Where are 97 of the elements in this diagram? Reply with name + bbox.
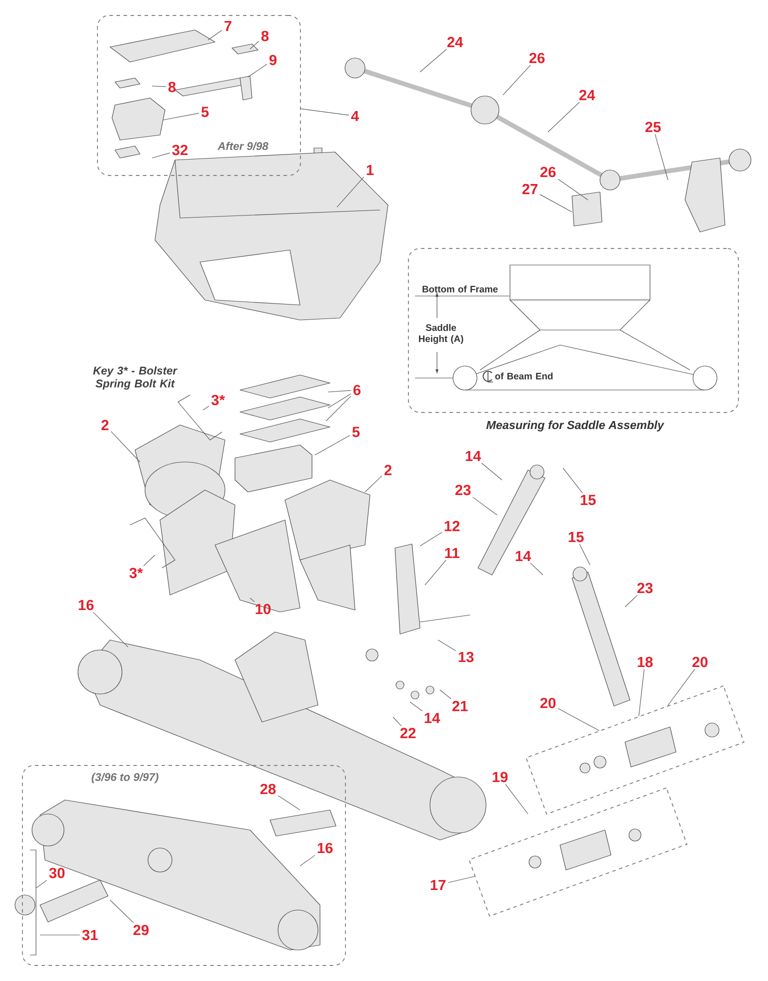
callout-number: 11 bbox=[445, 548, 460, 558]
callout-number: 8 bbox=[168, 82, 176, 92]
callout-number: 25 bbox=[645, 122, 661, 132]
leader-line bbox=[505, 784, 528, 814]
callout-number: 18 bbox=[638, 656, 653, 668]
callout-number: 27 bbox=[522, 184, 538, 194]
leader-line bbox=[250, 598, 255, 602]
callout-number: 3* bbox=[211, 394, 225, 406]
callout-number: 31 bbox=[82, 930, 98, 940]
group-title: (3/96 to 9/97) bbox=[92, 772, 158, 784]
leader-line bbox=[336, 176, 364, 208]
leader-line bbox=[558, 178, 588, 200]
leader-line bbox=[481, 462, 502, 480]
leader-line bbox=[328, 393, 352, 408]
leader-line bbox=[250, 40, 260, 50]
callout-number: 19 bbox=[492, 772, 508, 782]
leader-line bbox=[540, 194, 572, 212]
callout-number: 23 bbox=[637, 582, 653, 594]
leader-line bbox=[278, 795, 300, 810]
group-title: After 9/98 bbox=[217, 142, 268, 150]
callout-number: 23 bbox=[455, 484, 471, 496]
callout-number: 10 bbox=[256, 604, 271, 614]
leader-line bbox=[502, 64, 531, 96]
callout-number: 14 bbox=[466, 450, 482, 462]
leader-line bbox=[438, 640, 456, 652]
leader-line bbox=[328, 390, 352, 392]
leader-line bbox=[579, 544, 590, 566]
leader-line bbox=[162, 112, 200, 120]
callout-number: 16 bbox=[318, 842, 333, 854]
callout-number: 26 bbox=[540, 166, 556, 178]
callout-number: 14 bbox=[516, 550, 532, 562]
callout-number: 16 bbox=[78, 600, 94, 610]
leader-line bbox=[143, 554, 156, 566]
leader-line bbox=[562, 468, 583, 494]
callout-number: 5 bbox=[201, 106, 209, 118]
callout-number: 26 bbox=[529, 52, 545, 64]
callout-number: 12 bbox=[444, 520, 460, 532]
dimension-text: Saddle Height (A) bbox=[418, 324, 464, 344]
leader-line bbox=[472, 496, 498, 516]
callout-number: 8 bbox=[261, 30, 269, 42]
callout-number: 30 bbox=[49, 868, 65, 878]
leader-line bbox=[624, 594, 638, 608]
leader-line bbox=[300, 854, 316, 866]
callout-number: 24 bbox=[447, 36, 464, 48]
leader-line bbox=[92, 612, 128, 648]
leader-line bbox=[208, 30, 222, 40]
callout-number: 2 bbox=[384, 464, 392, 476]
leader-line bbox=[110, 900, 134, 924]
leader-line bbox=[152, 86, 166, 87]
leader-line bbox=[326, 396, 352, 422]
callout-number: 29 bbox=[133, 924, 149, 936]
callout-number: 4 bbox=[351, 110, 359, 122]
callout-number: 14 bbox=[424, 712, 440, 724]
callout-number: 1 bbox=[366, 164, 374, 176]
callout-number: 21 bbox=[452, 700, 468, 712]
leader-line bbox=[410, 702, 423, 712]
leader-line bbox=[420, 48, 447, 72]
leader-line bbox=[314, 435, 350, 456]
leader-line bbox=[364, 476, 382, 492]
leader-line bbox=[152, 152, 170, 158]
callout-number: 5 bbox=[352, 426, 360, 438]
leader-line bbox=[638, 668, 644, 717]
leader-line bbox=[548, 102, 580, 132]
callout-number: 15 bbox=[568, 532, 584, 542]
leader-line bbox=[424, 560, 446, 586]
callout-number: 13 bbox=[458, 652, 474, 662]
callout-number: 2 bbox=[101, 420, 108, 430]
callout-number: 32 bbox=[172, 144, 188, 156]
callout-number: 3* bbox=[129, 568, 143, 578]
callout-number: 6 bbox=[353, 384, 361, 396]
dimension-text: Bottom of Frame bbox=[422, 286, 498, 292]
leader-line bbox=[300, 108, 350, 116]
leader-line bbox=[654, 134, 668, 180]
leader-line bbox=[448, 876, 475, 883]
callout-number: 15 bbox=[580, 494, 596, 506]
group-title: Measuring for Saddle Assembly bbox=[486, 420, 664, 432]
callout-number: 20 bbox=[540, 698, 556, 708]
leader-line bbox=[202, 406, 210, 410]
callout-number: 9 bbox=[269, 54, 277, 66]
leader-line bbox=[530, 562, 544, 576]
key-note: Key 3* - Bolster Spring Bolt Kit bbox=[93, 366, 178, 390]
callout-number: 22 bbox=[400, 728, 416, 738]
callout-number: 28 bbox=[260, 784, 276, 794]
leader-line bbox=[420, 532, 442, 546]
leader-line bbox=[248, 64, 268, 78]
leader-line bbox=[440, 690, 452, 700]
leader-line bbox=[110, 431, 140, 462]
callout-number: 24 bbox=[579, 90, 596, 100]
dimension-text: of Beam End bbox=[495, 372, 553, 380]
leader-line bbox=[392, 716, 402, 726]
leader-line bbox=[558, 708, 600, 731]
leader-line bbox=[667, 668, 695, 706]
callout-number: 20 bbox=[692, 656, 708, 668]
leader-line bbox=[40, 934, 80, 936]
leader-line bbox=[36, 880, 48, 888]
callout-number: 7 bbox=[224, 20, 232, 32]
callout-number: 17 bbox=[430, 880, 446, 890]
